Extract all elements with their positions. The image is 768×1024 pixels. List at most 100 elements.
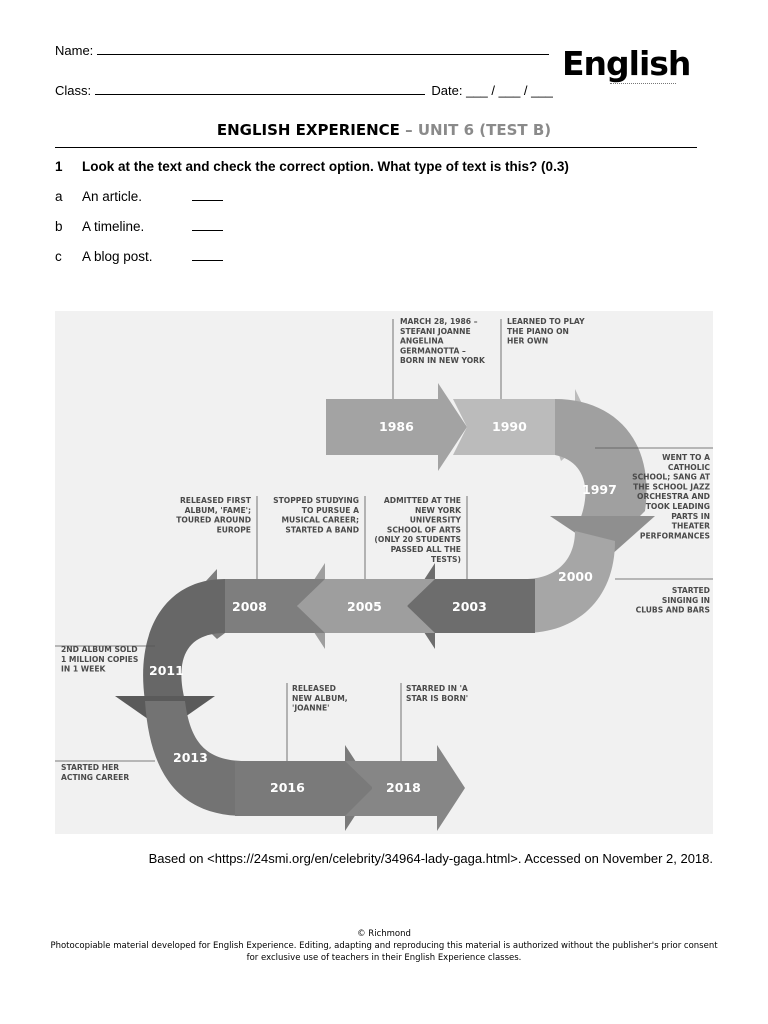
curve-2013 — [145, 701, 245, 816]
answer-blank-c[interactable] — [192, 248, 223, 261]
name-field[interactable]: Name: — [55, 43, 549, 58]
year-label: 2016 — [270, 780, 305, 795]
year-label: 2005 — [347, 599, 382, 614]
arrow-2005 — [297, 563, 435, 649]
annotation-line: TOURED AROUND — [176, 516, 251, 525]
date-label: Date: — [431, 83, 463, 98]
year-label: 2000 — [558, 569, 593, 584]
question-text: Look at the text and check the correct o… — [82, 159, 569, 174]
title-rule — [55, 147, 697, 148]
annotation-line: STARRED IN 'A — [406, 684, 468, 693]
name-label: Name: — [55, 43, 94, 58]
annotation-line: RELEASED FIRST — [180, 496, 252, 505]
annotation-line: STEFANI JOANNE — [400, 327, 471, 336]
title-unit: UNIT 6 (TEST B) — [417, 121, 552, 139]
annotation-line: ANGELINA — [400, 337, 444, 346]
class-label: Class: — [55, 83, 92, 98]
year-label: 1986 — [379, 419, 414, 434]
date-placeholder: ___ / ___ / ___ — [466, 83, 553, 98]
annotation-line: PERFORMANCES — [640, 531, 710, 540]
annotation-line: STOPPED STUDYING — [273, 496, 359, 505]
annotation-line: ADMITTED AT THE — [384, 496, 461, 505]
annotation-line: LEARNED TO PLAY — [507, 317, 585, 326]
footer-copyright: © Richmond — [357, 929, 411, 939]
answer-blank-a[interactable] — [192, 188, 223, 201]
annotation-line: CATHOLIC — [668, 463, 711, 472]
year-label: 2008 — [232, 599, 267, 614]
annotation-line: TOOK LEADING — [646, 502, 710, 511]
annotation-line: UNIVERSITY — [410, 516, 462, 525]
annotation-line: STARTED A BAND — [285, 525, 359, 534]
annotation-line: THEATER — [672, 522, 710, 531]
annotation-line: STARTED HER — [61, 763, 119, 772]
annotation-line: NEW YORK — [415, 506, 462, 515]
source-citation: Based on <https://24smi.org/en/celebrity… — [148, 851, 713, 866]
title-main: ENGLISH EXPERIENCE — [216, 121, 400, 139]
annotation-line: ACTING CAREER — [61, 773, 129, 782]
annotation-line: WENT TO A — [662, 453, 710, 462]
annotation-line: TESTS) — [431, 555, 461, 564]
annotation-line: SCHOOL; SANG AT — [632, 473, 711, 482]
annotation-line: MUSICAL CAREER; — [281, 516, 359, 525]
arrow-head-1997 — [550, 516, 655, 556]
option-letter: a — [55, 189, 63, 204]
logo-underline — [610, 83, 676, 86]
footer-line-2: for exclusive use of teachers in their E… — [246, 953, 522, 963]
timeline-infographic: 1986 1990 1997 2000 2003 2005 2008 2011 … — [55, 311, 713, 834]
annotation-line: STARTED — [672, 586, 710, 595]
arrow-2016 — [235, 745, 373, 831]
answer-blank-b[interactable] — [192, 218, 223, 231]
annotation-line: THE PIANO ON — [507, 327, 569, 336]
connector-lines — [55, 319, 713, 762]
year-label: 1990 — [492, 419, 527, 434]
arrow-2003 — [407, 563, 535, 649]
english-logo: English — [562, 44, 691, 83]
option-text: A blog post. — [82, 249, 153, 264]
annotation-line: TO PURSUE A — [302, 506, 359, 515]
year-label: 2013 — [173, 750, 208, 765]
annotation-line: 'JOANNE' — [292, 704, 330, 713]
annotation-line: THE SCHOOL JAZZ — [633, 482, 710, 491]
footer-line-1: Photocopiable material developed for Eng… — [50, 941, 718, 951]
annotation-line: SCHOOL OF ARTS — [387, 525, 461, 534]
option-b: b A timeline. — [55, 218, 223, 234]
year-label: 2018 — [386, 780, 421, 795]
arrow-1986 — [326, 383, 467, 471]
annotation-line: HER OWN — [507, 337, 548, 346]
class-line — [94, 83, 425, 95]
annotation-line: PARTS IN — [671, 512, 710, 521]
arrow-2018 — [345, 745, 465, 831]
curve-1997 — [555, 399, 647, 541]
annotation-line: (ONLY 20 STUDENTS — [374, 535, 461, 544]
annotation-line: SINGING IN — [662, 596, 710, 605]
name-line — [96, 43, 549, 55]
annotation-line: GERMANOTTA – — [400, 346, 466, 355]
class-field[interactable]: Class: Date: ___ / ___ / ___ — [55, 83, 553, 98]
option-letter: c — [55, 249, 62, 264]
curve-2011 — [143, 579, 225, 701]
title-dash: – — [399, 121, 418, 139]
annotation-line: ORCHESTRA AND — [637, 492, 710, 501]
option-text: A timeline. — [82, 219, 145, 234]
year-label: 2011 — [149, 663, 184, 678]
option-letter: b — [55, 219, 63, 234]
annotation-line: EUROPE — [217, 525, 251, 534]
annotation-line: ALBUM, 'FAME'; — [185, 506, 251, 515]
curve-2000 — [525, 531, 615, 633]
timeline-svg: 1986 1990 1997 2000 2003 2005 2008 2011 … — [55, 317, 713, 831]
annotation-line: BORN IN NEW YORK — [400, 356, 486, 365]
annotation-line: IN 1 WEEK — [61, 665, 107, 674]
page-title: ENGLISH EXPERIENCE – UNIT 6 (TEST B) — [0, 121, 768, 139]
